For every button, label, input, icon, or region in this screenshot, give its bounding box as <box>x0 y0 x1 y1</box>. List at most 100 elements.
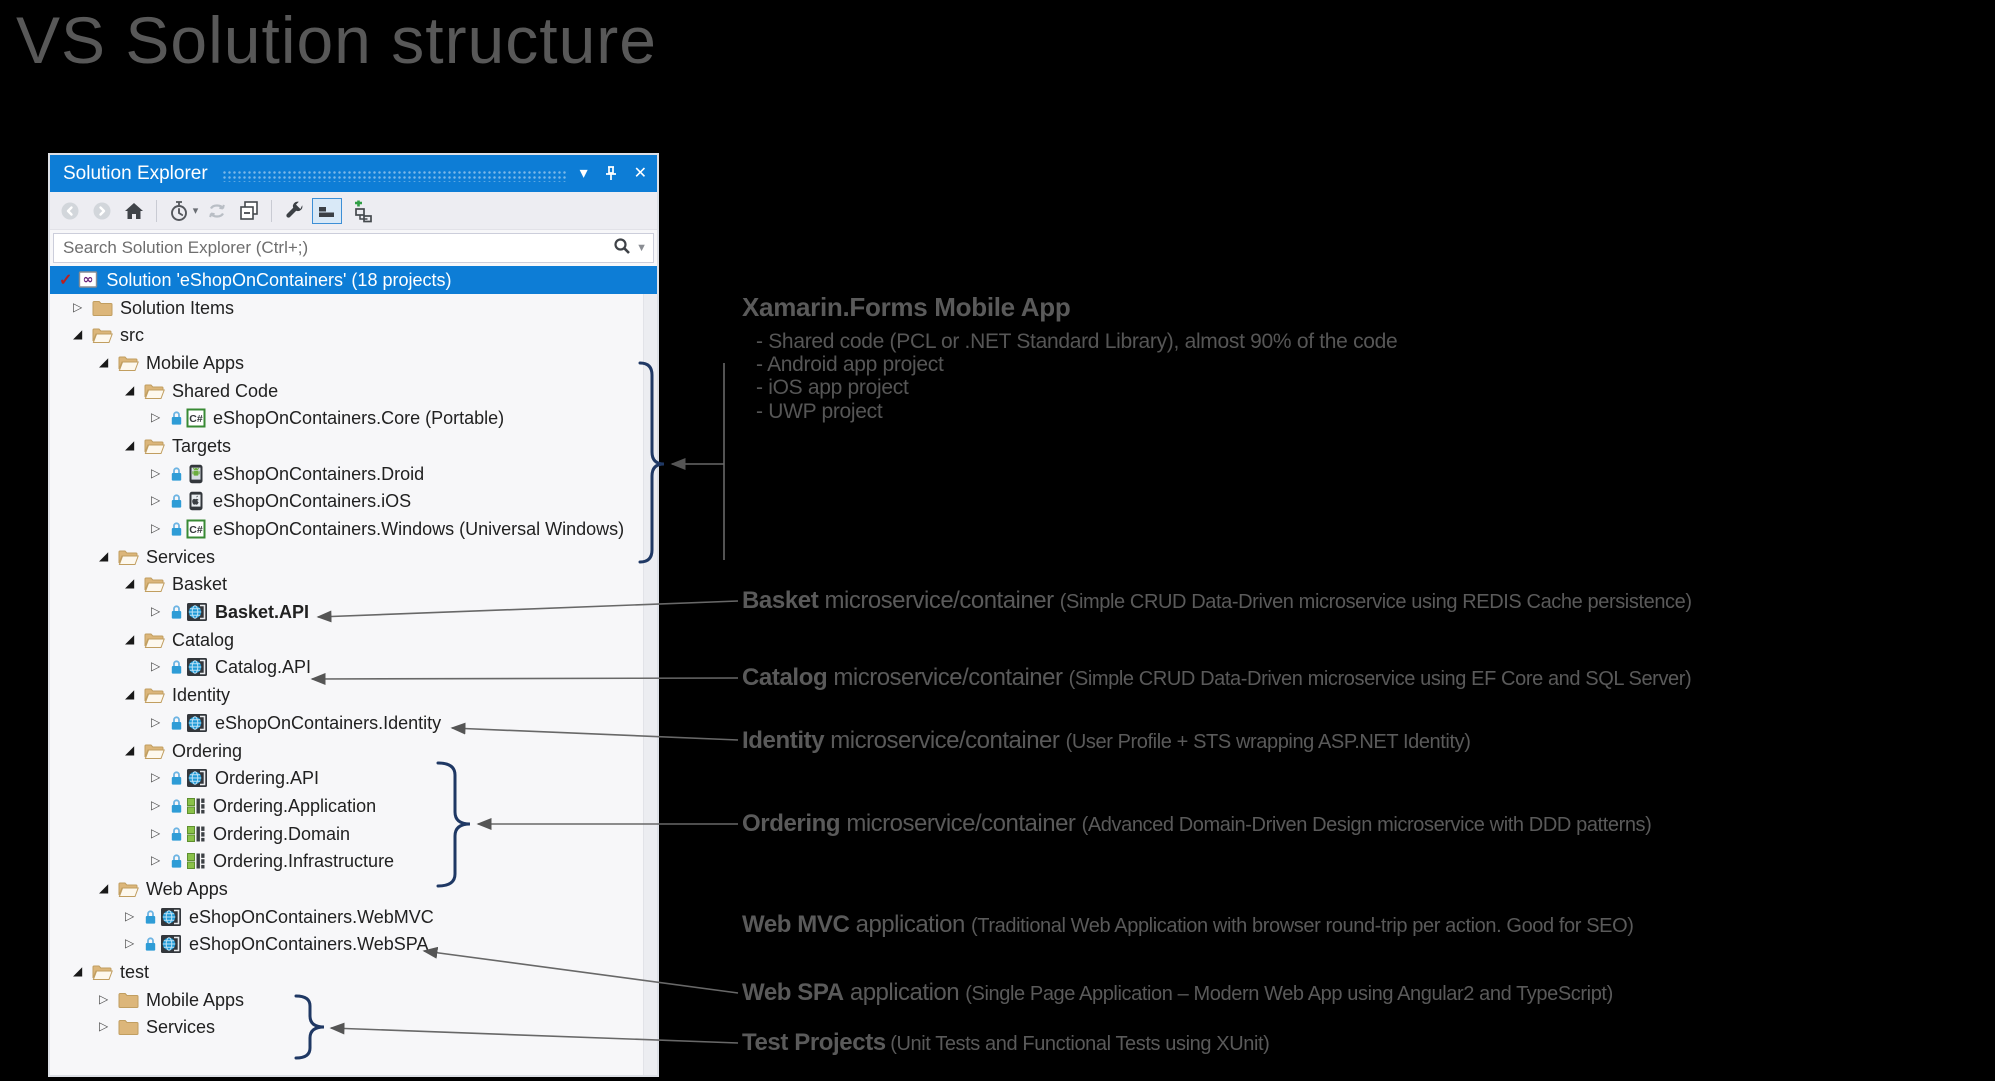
callout-subtitle: application <box>849 911 972 938</box>
expand-arrow-icon[interactable]: ▷ <box>125 908 135 923</box>
back-button[interactable] <box>56 197 84 225</box>
expand-arrow-icon[interactable]: ▷ <box>151 521 161 536</box>
expand-arrow-icon[interactable]: ▷ <box>99 1019 109 1034</box>
search-options-caret-icon[interactable]: ▼ <box>636 242 647 254</box>
titlebar-drag-dots[interactable] <box>221 169 568 182</box>
expand-arrow-icon[interactable]: ▷ <box>151 853 161 868</box>
tree-item-web-apps[interactable]: ◢Web Apps <box>50 875 657 903</box>
tree-item-solution-eshoponcontainers-18-projects[interactable]: ✓∞Solution 'eShopOnContainers' (18 proje… <box>50 266 657 294</box>
tree-item-eshoponcontainers-droid[interactable]: ▷eShopOnContainers.Droid <box>50 460 657 488</box>
tree-item-mobile-apps[interactable]: ▷Mobile Apps <box>50 986 657 1014</box>
tree-item-basket-api[interactable]: ▷Basket.API <box>50 598 657 626</box>
solution-explorer-window: Solution Explorer ▾✕ ▾ ▼ ✓∞Solution 'eSh… <box>48 153 659 1077</box>
callout-description: (Simple CRUD Data-Driven microservice us… <box>1068 668 1692 690</box>
folder-closed-icon <box>118 1018 139 1036</box>
collapse-arrow-icon[interactable]: ◢ <box>99 354 109 369</box>
callout-title: Web SPA <box>742 979 844 1006</box>
expand-arrow-icon[interactable]: ▷ <box>151 770 161 785</box>
expand-arrow-icon[interactable]: ▷ <box>151 714 161 729</box>
callout-title: Catalog <box>742 664 828 691</box>
expand-arrow-icon[interactable]: ▷ <box>151 604 161 619</box>
tree-item-eshoponcontainers-core-portable[interactable]: ▷C#eShopOnContainers.Core (Portable) <box>50 404 657 432</box>
tree-item-ordering-domain[interactable]: ▷ Ordering.Domain <box>50 820 657 848</box>
svg-text:C#: C# <box>189 524 203 536</box>
tree-item-services[interactable]: ▷Services <box>50 1014 657 1042</box>
expand-arrow-icon[interactable]: ▷ <box>151 493 161 508</box>
tree-item-src[interactable]: ◢src <box>50 321 657 349</box>
tree-item-eshoponcontainers-ios[interactable]: ▷eShopOnContainers.iOS <box>50 488 657 516</box>
tree-item-eshoponcontainers-identity[interactable]: ▷ eShopOnContainers.Identity <box>50 709 657 737</box>
callout-subtitle: microservice/container <box>840 810 1082 837</box>
expand-arrow-icon[interactable]: ▷ <box>151 465 161 480</box>
collapse-arrow-icon[interactable]: ◢ <box>125 382 135 397</box>
show-all-files-button[interactable] <box>312 197 342 224</box>
expand-arrow-icon[interactable]: ▷ <box>151 797 161 812</box>
forward-button[interactable] <box>88 197 116 225</box>
collapse-arrow-icon[interactable]: ◢ <box>73 327 83 342</box>
tree-item-eshoponcontainers-windows-universal-windows[interactable]: ▷C#eShopOnContainers.Windows (Universal … <box>50 515 657 543</box>
tree-item-label: Ordering.Domain <box>213 823 351 844</box>
tree-item-solution-items[interactable]: ▷Solution Items <box>50 294 657 322</box>
tree-item-ordering-api[interactable]: ▷Ordering.API <box>50 764 657 792</box>
sync-with-active-document-button[interactable] <box>203 197 231 225</box>
callout-title: Test Projects <box>742 1029 886 1056</box>
collapse-arrow-icon[interactable]: ◢ <box>99 880 109 895</box>
tree-item-basket[interactable]: ◢Basket <box>50 571 657 599</box>
tree-item-label: Catalog.API <box>215 657 312 678</box>
lock-icon <box>170 493 183 509</box>
pin-window-button[interactable] <box>603 165 619 183</box>
tree-item-targets[interactable]: ◢Targets <box>50 432 657 460</box>
callout-description: (Unit Tests and Functional Tests using X… <box>890 1033 1270 1055</box>
tree-item-eshoponcontainers-webmvc[interactable]: ▷eShopOnContainers.WebMVC <box>50 903 657 931</box>
tree-item-ordering-infrastructure[interactable]: ▷Ordering.Infrastructure <box>50 847 657 875</box>
tree-item-ordering[interactable]: ◢Ordering <box>50 737 657 765</box>
pending-changes-filter-button[interactable]: ▾ <box>165 197 199 225</box>
collapse-arrow-icon[interactable]: ◢ <box>125 631 135 646</box>
collapse-arrow-icon[interactable]: ◢ <box>125 437 135 452</box>
tree-item-label: eShopOnContainers.Identity <box>215 712 442 733</box>
collapse-arrow-icon[interactable]: ◢ <box>125 687 135 702</box>
tree-item-test[interactable]: ◢test <box>50 958 657 986</box>
collapse-arrow-icon[interactable]: ◢ <box>125 742 135 757</box>
pending-changes-filter-dropdown-caret-icon[interactable]: ▾ <box>192 205 199 217</box>
tree-item-eshoponcontainers-webspa[interactable]: ▷eShopOnContainers.WebSPA <box>50 931 657 959</box>
search-icon[interactable] <box>612 236 632 261</box>
tree-item-catalog-api[interactable]: ▷ Catalog.API <box>50 654 657 682</box>
lock-icon <box>144 936 157 952</box>
expand-arrow-icon[interactable]: ▷ <box>151 825 161 840</box>
folder-open-icon <box>144 382 165 400</box>
callout-description: (Simple CRUD Data-Driven microservice us… <box>1059 591 1692 613</box>
expand-arrow-icon[interactable]: ▷ <box>125 936 135 951</box>
collapse-arrow-icon[interactable]: ◢ <box>125 576 135 591</box>
expand-arrow-icon[interactable]: ▷ <box>151 659 161 674</box>
close-window-button[interactable]: ✕ <box>633 164 647 182</box>
tree-item-shared-code[interactable]: ◢Shared Code <box>50 377 657 405</box>
collapse-all-button[interactable] <box>235 197 263 225</box>
tree-item-services[interactable]: ◢Services <box>50 543 657 571</box>
search-box[interactable]: ▼ <box>53 233 654 263</box>
web-icon <box>160 934 182 954</box>
web-icon <box>186 768 208 788</box>
expand-arrow-icon[interactable]: ▷ <box>99 991 109 1006</box>
properties-button[interactable] <box>280 197 308 225</box>
window-position-chevron-down-icon[interactable]: ▾ <box>579 164 588 182</box>
folder-open-icon <box>144 437 165 455</box>
folder-open-icon <box>92 326 113 344</box>
lock-icon <box>170 659 183 675</box>
tree-item-ordering-application[interactable]: ▷Ordering.Application <box>50 792 657 820</box>
toolbar: ▾ <box>50 192 657 230</box>
home-button[interactable] <box>120 197 148 225</box>
tree-item-catalog[interactable]: ◢Catalog <box>50 626 657 654</box>
collapse-arrow-icon[interactable]: ◢ <box>73 964 83 979</box>
tree-item-identity[interactable]: ◢Identity <box>50 681 657 709</box>
switch-views-button[interactable] <box>346 197 374 225</box>
folder-closed-icon <box>92 299 113 317</box>
expand-arrow-icon[interactable]: ▷ <box>151 410 161 425</box>
callout-web-mvc: Web MVC application (Traditional Web App… <box>742 909 1634 944</box>
collapse-arrow-icon[interactable]: ◢ <box>99 548 109 563</box>
search-input[interactable] <box>54 234 653 262</box>
expand-arrow-icon[interactable]: ▷ <box>73 299 83 314</box>
tree-item-mobile-apps[interactable]: ◢Mobile Apps <box>50 349 657 377</box>
toolbar-separator <box>156 199 157 222</box>
titlebar[interactable]: Solution Explorer ▾✕ <box>50 155 657 192</box>
